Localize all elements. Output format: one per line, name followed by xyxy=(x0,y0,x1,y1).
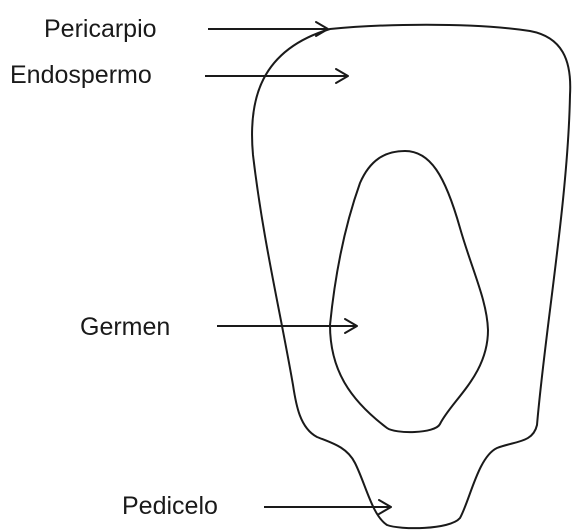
arrow-germ xyxy=(217,319,357,333)
label-pedicel: Pedicelo xyxy=(122,492,218,520)
arrow-endosperm xyxy=(205,69,348,83)
germ-outline xyxy=(330,151,488,432)
kernel-outline xyxy=(252,25,570,528)
arrow-pericarp xyxy=(208,22,328,36)
label-germ: Germen xyxy=(80,313,170,341)
label-endosperm: Endospermo xyxy=(10,61,152,89)
label-pericarp: Pericarpio xyxy=(44,15,157,43)
